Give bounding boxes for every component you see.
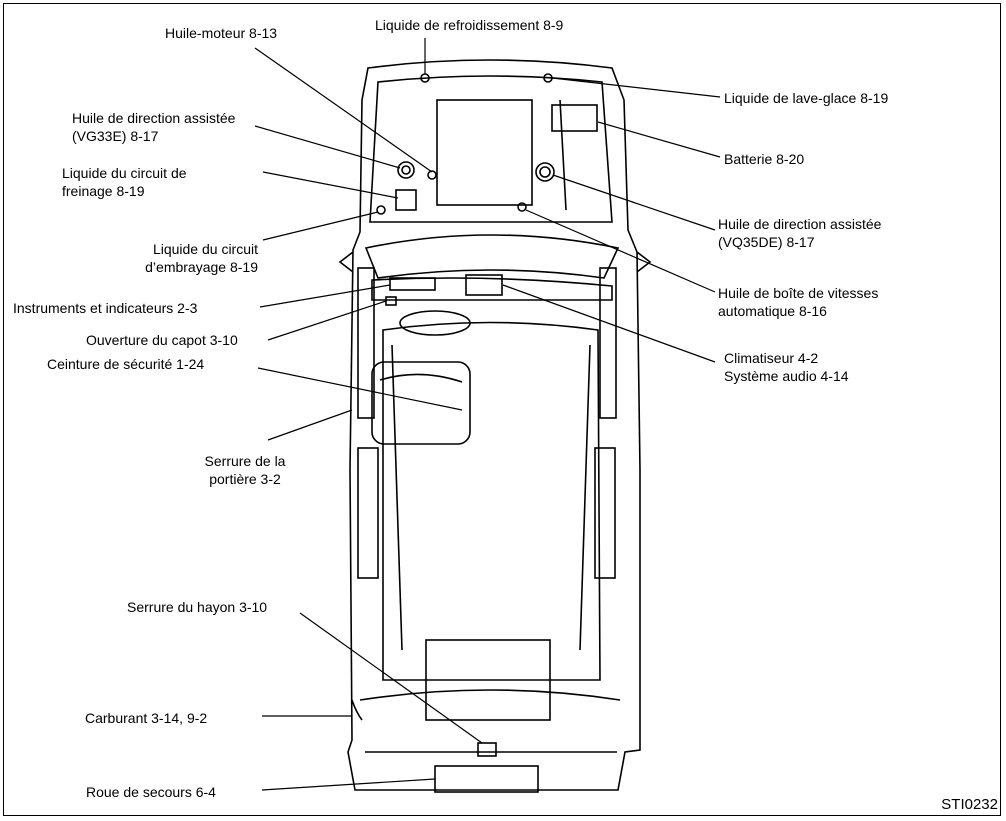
driver-seat bbox=[371, 361, 471, 445]
hood-outline bbox=[369, 75, 613, 223]
label-climate-line2: Système audio 4-14 bbox=[724, 368, 849, 384]
label-brake-fluid-line1: Liquide du circuit de bbox=[62, 165, 187, 181]
liftgate-lock-shape bbox=[477, 742, 497, 757]
label-door-lock: Serrure de la portière 3-2 bbox=[185, 452, 305, 488]
label-liftgate-lock: Serrure du hayon 3-10 bbox=[127, 599, 268, 615]
figure-code: STI0232 bbox=[941, 796, 998, 813]
windshield bbox=[364, 234, 620, 279]
leader-ps-vq35de bbox=[552, 174, 716, 231]
label-climate-audio: Climatiseur 4-2 Système audio 4-14 bbox=[724, 349, 849, 385]
atf-dipstick bbox=[517, 202, 527, 212]
label-coolant: Liquide de refroidissement 8-9 bbox=[375, 17, 564, 33]
leader-door-lock bbox=[267, 409, 353, 441]
diagram-frame bbox=[3, 3, 1001, 816]
label-clutch-fluid-line2: d’embrayage 8-19 bbox=[145, 259, 258, 275]
label-ps-vg33e: Huile de direction assistée (VG33E) 8-17 bbox=[72, 109, 235, 145]
battery-shape bbox=[551, 104, 598, 132]
label-ps-vg33e-line1: Huile de direction assistée bbox=[72, 110, 236, 126]
label-ps-vq35de-line1: Huile de direction assistée bbox=[718, 216, 882, 232]
dashboard bbox=[371, 277, 613, 301]
cargo-area bbox=[425, 639, 551, 721]
label-clutch-fluid-line1: Liquide du circuit bbox=[152, 241, 258, 257]
leader-climate bbox=[502, 284, 716, 363]
ps-vg33e-cap bbox=[397, 161, 415, 179]
label-ps-vq35de: Huile de direction assistée (VQ35DE) 8-1… bbox=[718, 215, 881, 251]
hood-release-shape bbox=[385, 296, 397, 306]
clutch-cap bbox=[376, 205, 386, 215]
leader-liftgate bbox=[299, 612, 483, 744]
spare-tire-shape bbox=[434, 765, 539, 793]
leader-atf bbox=[525, 209, 716, 293]
leader-instruments bbox=[259, 284, 391, 308]
label-clutch-fluid: Liquide du circuit d’embrayage 8-19 bbox=[60, 240, 258, 276]
label-engine-oil: Huile-moteur 8-13 bbox=[165, 25, 278, 41]
climate-audio-panel bbox=[465, 274, 503, 296]
label-auto-trans: Huile de boîte de vitesses automatique 8… bbox=[718, 284, 878, 320]
label-climate-line1: Climatiseur 4-2 bbox=[724, 350, 819, 366]
brake-reservoir-shape bbox=[395, 189, 417, 211]
label-door-lock-line2: portière 3-2 bbox=[209, 471, 281, 487]
label-hood-release: Ouverture du capot 3-10 bbox=[86, 332, 238, 348]
leader-washer bbox=[551, 77, 721, 98]
leader-seat-belt bbox=[257, 367, 463, 411]
label-auto-trans-line2: automatique 8-16 bbox=[718, 303, 827, 319]
label-door-lock-line1: Serrure de la bbox=[204, 453, 286, 469]
label-fuel: Carburant 3-14, 9-2 bbox=[85, 710, 208, 726]
label-seat-belt: Ceinture de sécurité 1-24 bbox=[47, 356, 205, 372]
label-ps-vg33e-line2: (VG33E) 8-17 bbox=[72, 128, 159, 144]
leader-clutch bbox=[262, 211, 379, 241]
leader-brake bbox=[262, 171, 399, 199]
label-brake-fluid-line2: freinage 8-19 bbox=[62, 183, 145, 199]
label-battery: Batterie 8-20 bbox=[724, 151, 805, 167]
label-washer-fluid: Liquide de lave-glace 8-19 bbox=[724, 90, 889, 106]
leader-ps-vg33e bbox=[254, 125, 401, 169]
label-auto-trans-line1: Huile de boîte de vitesses bbox=[718, 285, 879, 301]
engine-oil-cap bbox=[427, 170, 437, 180]
ps-vq35de-cap bbox=[535, 162, 555, 182]
fuel-door-shape bbox=[351, 699, 363, 721]
label-brake-fluid: Liquide du circuit de freinage 8-19 bbox=[62, 164, 258, 200]
leader-engine-oil bbox=[254, 47, 433, 173]
instrument-cluster bbox=[389, 277, 436, 291]
leader-spare-tire bbox=[261, 778, 436, 791]
leader-battery bbox=[597, 121, 721, 158]
label-ps-vq35de-line2: (VQ35DE) 8-17 bbox=[718, 234, 815, 250]
label-spare-tire: Roue de secours 6-4 bbox=[86, 784, 216, 800]
engine-block bbox=[436, 99, 533, 206]
vehicle-body-outline bbox=[347, 59, 641, 791]
roof-outline bbox=[382, 321, 601, 681]
leader-hood-release bbox=[267, 300, 387, 341]
label-instruments: Instruments et indicateurs 2-3 bbox=[13, 300, 198, 316]
